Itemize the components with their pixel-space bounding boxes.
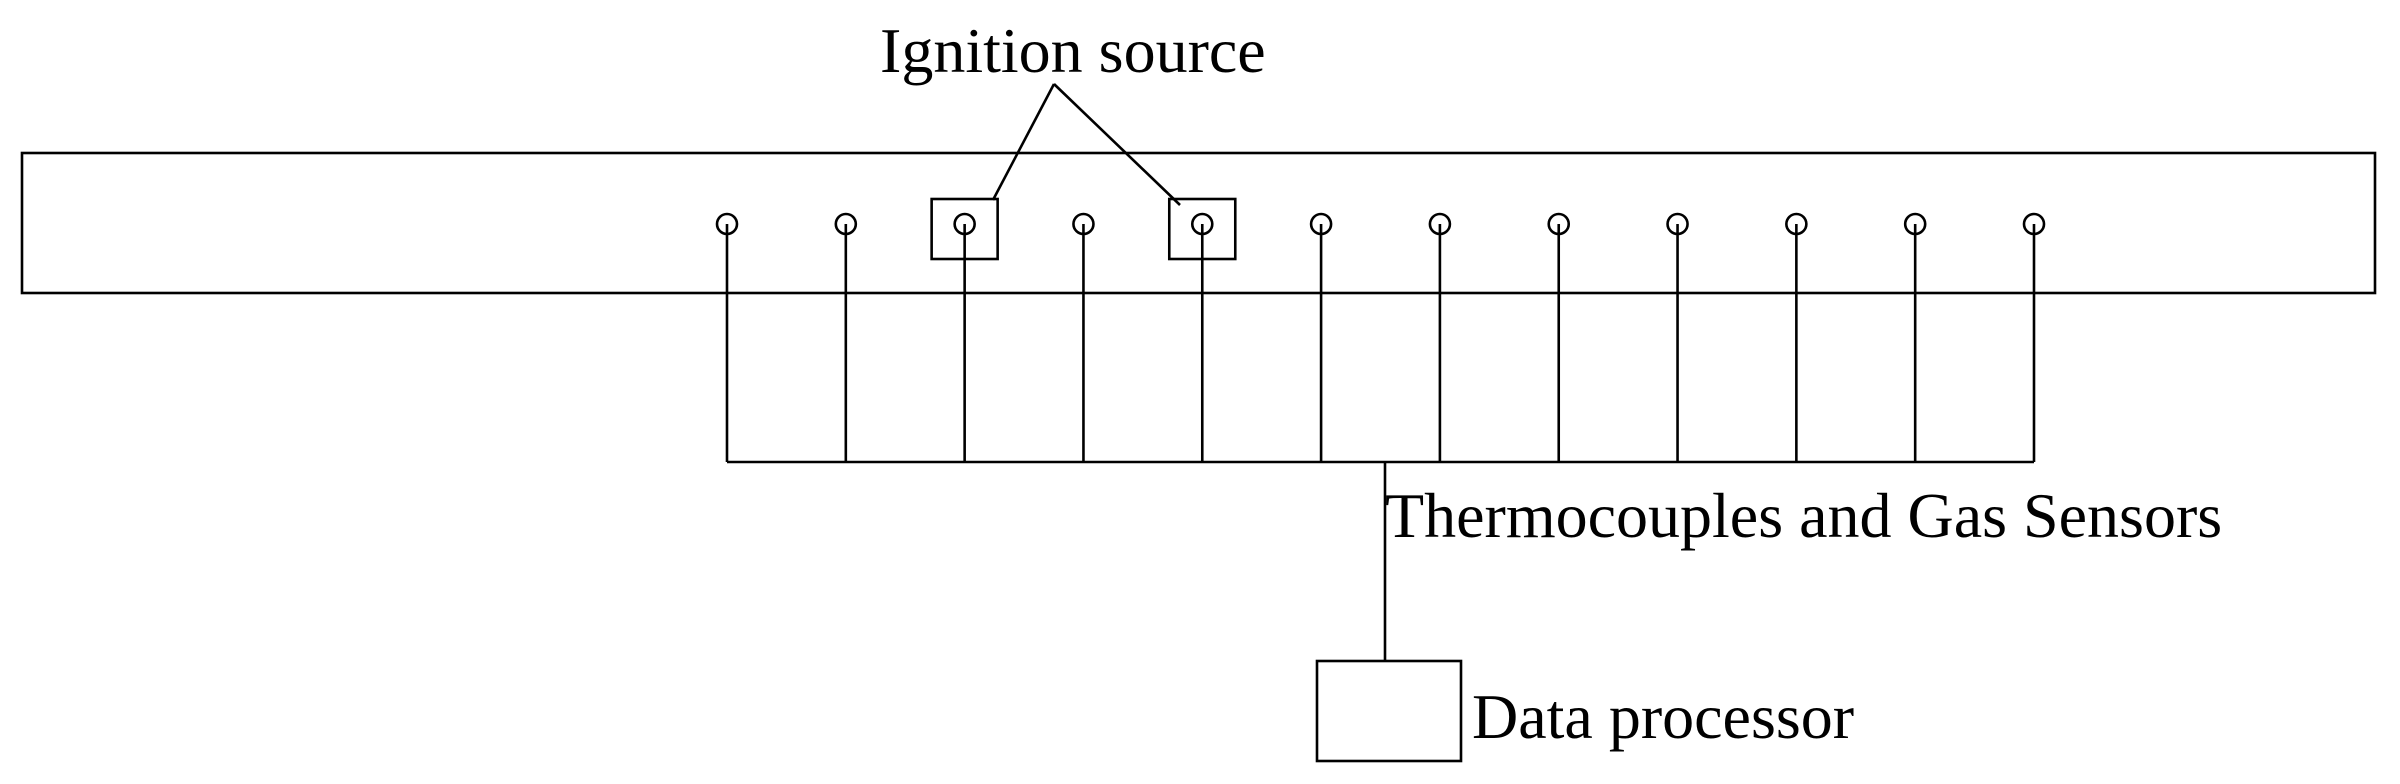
data-processor-box — [1315, 659, 1463, 763]
ignition-source-label: Ignition source — [880, 15, 1266, 86]
ignition-source-box-5 — [1167, 197, 1237, 261]
ignition-leader-line-right — [1053, 83, 1181, 206]
sensors-label: Thermocouples and Gas Sensors — [1385, 480, 2222, 551]
tunnel-chamber — [20, 151, 2377, 295]
sensor-array — [715, 212, 2046, 462]
ignition-source-boxes — [930, 197, 1237, 261]
ignition-leader-line-left — [991, 83, 1056, 201]
data-processor-label: Data processor — [1472, 681, 1854, 752]
ignition-source-box-3 — [930, 197, 999, 261]
